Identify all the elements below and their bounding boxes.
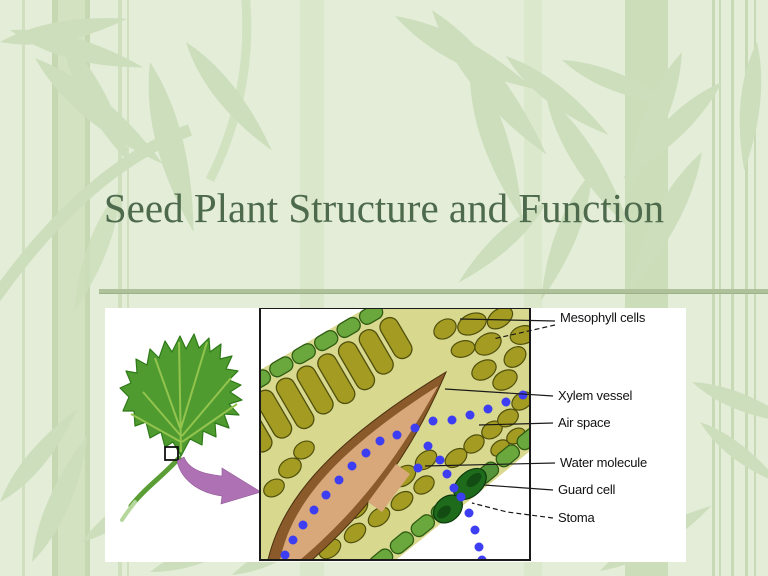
diagram-frame — [259, 308, 531, 561]
leader-line-mesophyll-2 — [492, 324, 556, 340]
label-mesophyll-cells: Mesophyll cells — [560, 310, 646, 325]
leader-line-stoma — [471, 502, 554, 519]
epidermis-cells-upper — [260, 308, 384, 391]
detail-region-box — [164, 446, 179, 461]
leader-line-air-space — [478, 422, 554, 426]
cross-section-diagram — [259, 308, 531, 561]
leader-line-xylem — [444, 388, 554, 397]
water-molecule-dots — [280, 390, 528, 560]
leader-line-mesophyll-1 — [459, 318, 556, 322]
label-water-molecule: Water molecule — [560, 455, 648, 470]
leader-lines — [424, 318, 556, 519]
label-xylem-vessel: Xylem vessel — [558, 388, 633, 403]
xylem-vessel-inner — [280, 386, 438, 560]
leader-line-guard — [483, 484, 554, 491]
label-air-space: Air space — [558, 415, 611, 430]
leader-line-water — [424, 462, 556, 467]
figure-panel: Mesophyll cells Xylem vessel Air space W… — [105, 308, 686, 562]
xylem-wall-opening — [368, 464, 410, 512]
slide-title: Seed Plant Structure and Function — [103, 185, 665, 231]
leaf-veins — [130, 341, 238, 453]
palisade-mesophyll-cells — [260, 316, 413, 453]
title-underline — [99, 289, 768, 294]
label-guard-cell: Guard cell — [558, 482, 616, 497]
leaf-illustration — [119, 333, 243, 522]
zoom-arrow-icon — [176, 456, 262, 505]
guard-cells — [433, 467, 487, 524]
label-stoma: Stoma — [558, 510, 595, 525]
figure-art — [119, 308, 556, 561]
